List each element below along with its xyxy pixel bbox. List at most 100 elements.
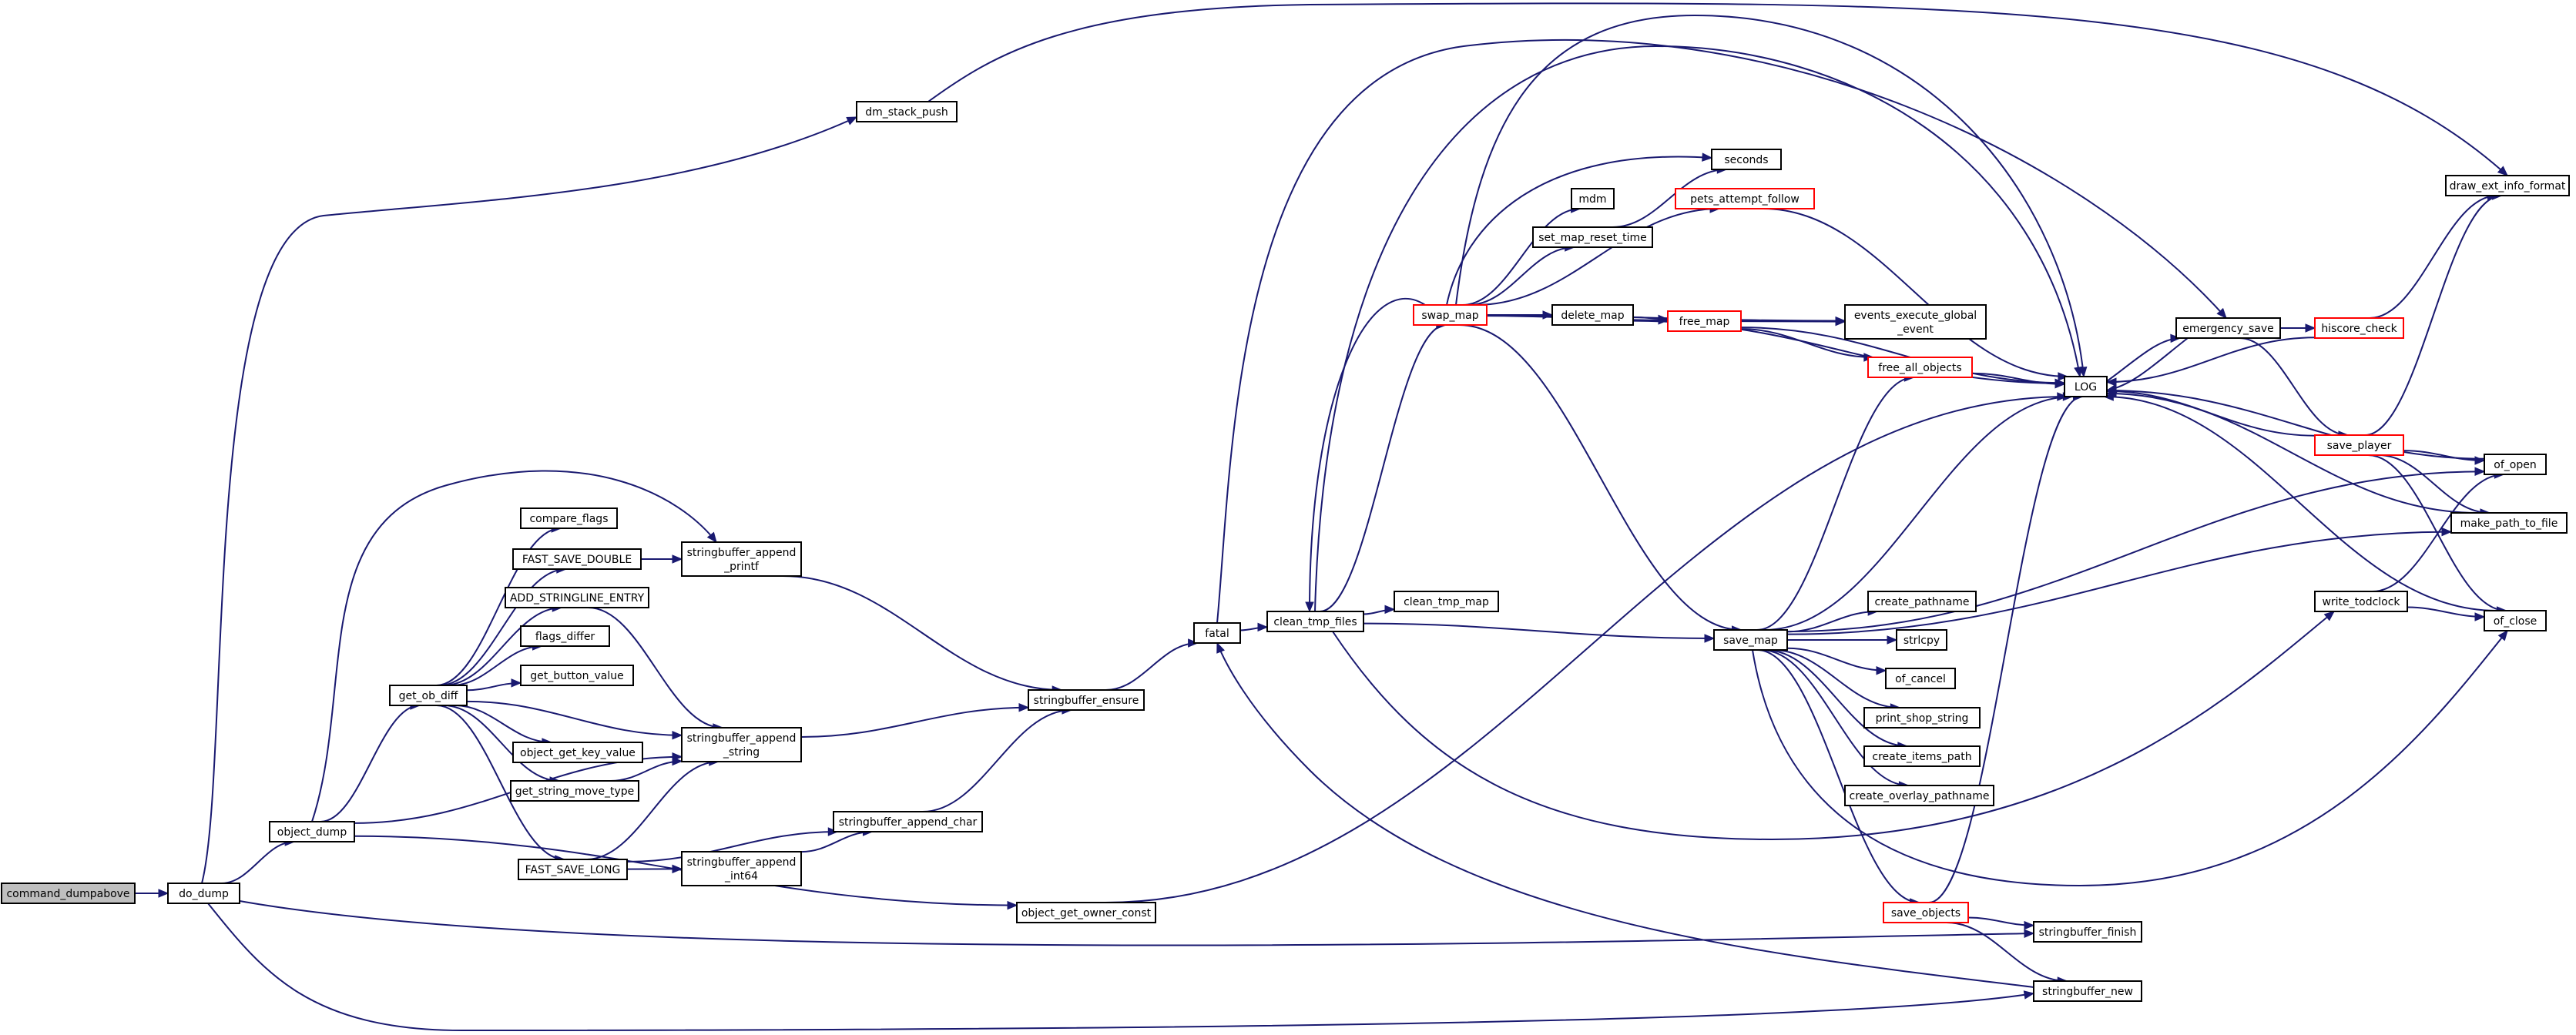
node-fatal[interactable]: fatal bbox=[1193, 622, 1241, 644]
node-box[interactable] bbox=[269, 821, 355, 842]
node-box[interactable] bbox=[512, 742, 643, 763]
node-stringbuffer-append-int64[interactable]: stringbuffer_append_int64 bbox=[681, 851, 802, 886]
node-box[interactable] bbox=[833, 811, 983, 832]
node-add-stringline-entry[interactable]: ADD_STRINGLINE_ENTRY bbox=[505, 587, 649, 608]
node-seconds[interactable]: seconds bbox=[1711, 149, 1782, 170]
node-dm-stack-push[interactable]: dm_stack_push bbox=[856, 101, 958, 122]
node-box[interactable] bbox=[681, 541, 802, 577]
node-box[interactable] bbox=[2445, 175, 2570, 196]
node-mdm[interactable]: mdm bbox=[1571, 188, 1615, 209]
node-box[interactable] bbox=[1675, 188, 1815, 209]
node-box[interactable] bbox=[505, 587, 649, 608]
node-box[interactable] bbox=[1867, 591, 1977, 612]
node-emergency-save[interactable]: emergency_save bbox=[2175, 317, 2281, 339]
node-save-map[interactable]: save_map bbox=[1713, 629, 1788, 651]
node-delete-map[interactable]: delete_map bbox=[1551, 304, 1634, 326]
node-box[interactable] bbox=[1028, 689, 1145, 711]
node-box[interactable] bbox=[2175, 317, 2281, 339]
node-clean-tmp-files[interactable]: clean_tmp_files bbox=[1266, 611, 1364, 632]
node-clean-tmp-map[interactable]: clean_tmp_map bbox=[1394, 591, 1499, 612]
node-set-map-reset-time[interactable]: set_map_reset_time bbox=[1532, 226, 1653, 248]
node-fast-save-double[interactable]: FAST_SAVE_DOUBLE bbox=[512, 548, 642, 570]
node-box[interactable] bbox=[1, 883, 136, 904]
node-box[interactable] bbox=[2314, 434, 2404, 456]
node-box[interactable] bbox=[1844, 785, 1994, 806]
node-box[interactable] bbox=[1863, 745, 1981, 767]
node-stringbuffer-append-printf[interactable]: stringbuffer_append_printf bbox=[681, 541, 802, 577]
node-get-ob-diff[interactable]: get_ob_diff bbox=[389, 685, 468, 706]
node-get-string-move-type[interactable]: get_string_move_type bbox=[510, 780, 639, 802]
node-box[interactable] bbox=[1571, 188, 1615, 209]
node-write-todclock[interactable]: write_todclock bbox=[2314, 591, 2408, 612]
node-box[interactable] bbox=[1883, 902, 1969, 923]
node-box[interactable] bbox=[512, 548, 642, 570]
node-create-overlay-pathname[interactable]: create_overlay_pathname bbox=[1844, 785, 1994, 806]
node-stringbuffer-ensure[interactable]: stringbuffer_ensure bbox=[1028, 689, 1145, 711]
node-box[interactable] bbox=[1266, 611, 1364, 632]
node-box[interactable] bbox=[1413, 304, 1488, 326]
node-box[interactable] bbox=[1867, 357, 1973, 378]
node-box[interactable] bbox=[1667, 310, 1742, 332]
node-box[interactable] bbox=[681, 727, 802, 762]
node-free-all-objects[interactable]: free_all_objects bbox=[1867, 357, 1973, 378]
node-get-button-value[interactable]: get_button_value bbox=[520, 665, 634, 686]
node-create-pathname[interactable]: create_pathname bbox=[1867, 591, 1977, 612]
node-pets-attempt-follow[interactable]: pets_attempt_follow bbox=[1675, 188, 1815, 209]
node-box[interactable] bbox=[520, 507, 618, 529]
node-box[interactable] bbox=[2033, 980, 2142, 1002]
node-box[interactable] bbox=[856, 101, 958, 122]
node-log[interactable]: LOG bbox=[2064, 376, 2108, 397]
node-box[interactable] bbox=[1532, 226, 1653, 248]
node-strlcpy[interactable]: strlcpy bbox=[1896, 629, 1947, 651]
node-box[interactable] bbox=[2450, 512, 2568, 534]
node-free-map[interactable]: free_map bbox=[1667, 310, 1742, 332]
node-box[interactable] bbox=[167, 883, 240, 904]
node-box[interactable] bbox=[510, 780, 639, 802]
node-of-close[interactable]: of_close bbox=[2484, 610, 2547, 631]
node-swap-map[interactable]: swap_map bbox=[1413, 304, 1488, 326]
node-do-dump[interactable]: do_dump bbox=[167, 883, 240, 904]
node-box[interactable] bbox=[389, 685, 468, 706]
node-stringbuffer-finish[interactable]: stringbuffer_finish bbox=[2033, 921, 2142, 943]
node-compare-flags[interactable]: compare_flags bbox=[520, 507, 618, 529]
node-stringbuffer-new[interactable]: stringbuffer_new bbox=[2033, 980, 2142, 1002]
node-box[interactable] bbox=[518, 859, 628, 880]
node-hiscore-check[interactable]: hiscore_check bbox=[2314, 317, 2404, 339]
node-box[interactable] bbox=[2314, 591, 2408, 612]
node-events-execute-global-event[interactable]: events_execute_global_event bbox=[1844, 304, 1987, 340]
node-make-path-to-file[interactable]: make_path_to_file bbox=[2450, 512, 2568, 534]
node-box[interactable] bbox=[1016, 902, 1156, 923]
node-object-get-owner-const[interactable]: object_get_owner_const bbox=[1016, 902, 1156, 923]
node-box[interactable] bbox=[1896, 629, 1947, 651]
node-box[interactable] bbox=[1711, 149, 1782, 170]
node-box[interactable] bbox=[2314, 317, 2404, 339]
node-of-cancel[interactable]: of_cancel bbox=[1885, 668, 1956, 689]
node-stringbuffer-append-char[interactable]: stringbuffer_append_char bbox=[833, 811, 983, 832]
node-box[interactable] bbox=[2484, 454, 2547, 475]
node-box[interactable] bbox=[681, 851, 802, 886]
node-box[interactable] bbox=[1844, 304, 1987, 340]
node-save-player[interactable]: save_player bbox=[2314, 434, 2404, 456]
node-object-get-key-value[interactable]: object_get_key_value bbox=[512, 742, 643, 763]
node-box[interactable] bbox=[1394, 591, 1499, 612]
node-box[interactable] bbox=[2064, 376, 2108, 397]
node-box[interactable] bbox=[2484, 610, 2547, 631]
node-box[interactable] bbox=[520, 625, 610, 647]
node-create-items-path[interactable]: create_items_path bbox=[1863, 745, 1981, 767]
node-print-shop-string[interactable]: print_shop_string bbox=[1863, 707, 1981, 729]
node-box[interactable] bbox=[2033, 921, 2142, 943]
node-box[interactable] bbox=[1193, 622, 1241, 644]
node-flags-differ[interactable]: flags_differ bbox=[520, 625, 610, 647]
node-box[interactable] bbox=[1551, 304, 1634, 326]
node-box[interactable] bbox=[520, 665, 634, 686]
node-of-open[interactable]: of_open bbox=[2484, 454, 2547, 475]
node-save-objects[interactable]: save_objects bbox=[1883, 902, 1969, 923]
node-box[interactable] bbox=[1863, 707, 1981, 729]
node-command-dumpabove[interactable]: command_dumpabove bbox=[1, 883, 136, 904]
node-box[interactable] bbox=[1885, 668, 1956, 689]
node-stringbuffer-append-string[interactable]: stringbuffer_append_string bbox=[681, 727, 802, 762]
node-fast-save-long[interactable]: FAST_SAVE_LONG bbox=[518, 859, 628, 880]
node-draw-ext-info-format[interactable]: draw_ext_info_format bbox=[2445, 175, 2570, 196]
node-box[interactable] bbox=[1713, 629, 1788, 651]
node-object-dump[interactable]: object_dump bbox=[269, 821, 355, 842]
